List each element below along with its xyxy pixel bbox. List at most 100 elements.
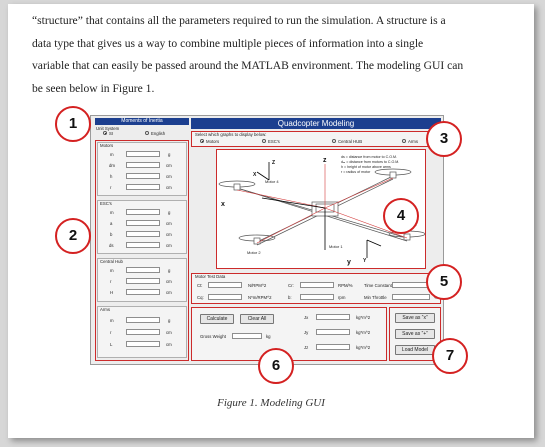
callout-2-region <box>95 140 189 361</box>
graph-select-box: Select which graphs to display below: Mo… <box>191 131 441 147</box>
graph-hub-radio[interactable] <box>332 139 336 143</box>
hub-h-field[interactable] <box>126 289 160 295</box>
row-unit: cm <box>166 279 172 284</box>
callout-5: 5 <box>426 264 462 300</box>
callout-1: 1 <box>55 106 91 142</box>
min-throttle-field[interactable] <box>392 294 430 300</box>
clear-all-button[interactable]: Clear All <box>240 314 274 324</box>
row-label: b <box>110 232 113 237</box>
cr-label: Cr: <box>288 283 294 288</box>
b-label: b: <box>288 295 292 300</box>
document-page: “structure” that contains all the parame… <box>8 4 534 438</box>
unit-si-label: SI <box>109 131 114 136</box>
motors-group: Motors m g dm cm h cm r cm <box>97 142 187 196</box>
row-label: dm <box>109 163 115 168</box>
row-label: r <box>110 330 112 335</box>
arm-l-field[interactable] <box>126 341 160 347</box>
callout-2: 2 <box>55 218 91 254</box>
motor-test-panel: Motor Test Data Ct: N/RPM^2 Cr: RPM/% Ti… <box>191 273 441 304</box>
row-label: m <box>110 210 114 215</box>
save-load-panel: Save as “x” Save as “+” Load Model <box>389 307 441 361</box>
jy-unit: kg*m^2 <box>356 330 371 335</box>
gross-weight-field[interactable] <box>232 333 262 339</box>
motor-label: Motor 2 <box>247 250 261 255</box>
row-unit: cm <box>166 330 172 335</box>
diagram-legend-line: h = height of motor above arms <box>341 165 391 169</box>
row-unit: cm <box>166 290 172 295</box>
modeling-gui-screenshot: Moments of Inertia Unit System SI Englis… <box>90 115 444 365</box>
unit-si-radio[interactable] <box>103 131 107 135</box>
group-title: Motors <box>100 143 114 148</box>
b-unit: rpm <box>338 295 346 300</box>
load-model-button[interactable]: Load Model <box>395 345 435 355</box>
callout-4: 4 <box>383 198 419 234</box>
graph-motors-radio[interactable] <box>200 139 204 143</box>
row-label: m <box>110 268 114 273</box>
calculate-button[interactable]: Calculate <box>200 314 234 324</box>
motor-h-field[interactable] <box>126 173 160 179</box>
quadcopter-diagram: Motor 4 Motor 3 Motor 2 Motor 1 x y z X … <box>218 155 425 266</box>
b-field[interactable] <box>300 294 334 300</box>
esc-mass-field[interactable] <box>126 209 160 215</box>
graph-option-label: Motors <box>206 139 220 144</box>
hub-r-field[interactable] <box>126 278 160 284</box>
jx-label: Jx <box>304 315 309 320</box>
jz-unit: kg*m^2 <box>356 345 371 350</box>
motor-dm-field[interactable] <box>126 162 160 168</box>
arm-r-field[interactable] <box>126 329 160 335</box>
ct-field[interactable] <box>208 282 242 288</box>
graph-escs-radio[interactable] <box>262 139 266 143</box>
gross-weight-label: Gross Weight <box>200 334 226 339</box>
main-title: Quadcopter Modeling <box>191 118 441 129</box>
esc-ds-field[interactable] <box>126 242 160 248</box>
cr-field[interactable] <box>300 282 334 288</box>
row-unit: g <box>168 210 171 215</box>
motor-mass-field[interactable] <box>126 151 160 157</box>
row-unit: cm <box>166 185 172 190</box>
axis-label: X <box>253 172 257 178</box>
row-unit: g <box>168 268 171 273</box>
time-constant-field[interactable] <box>392 282 430 288</box>
row-label: h <box>110 174 113 179</box>
jy-label: Jy <box>304 330 309 335</box>
arms-group: Arms m g r cm L cm <box>97 306 187 358</box>
row-unit: cm <box>166 243 172 248</box>
row-label: m <box>110 152 114 157</box>
row-label: r <box>110 185 112 190</box>
row-label: H <box>110 290 114 295</box>
hub-mass-field[interactable] <box>126 267 160 273</box>
row-unit: cm <box>166 232 172 237</box>
cq-label: Cq: <box>197 295 204 300</box>
diagram-legend-line: dₘ = distance from motors to C.O.M. <box>341 160 399 164</box>
axis-label: z <box>323 157 327 164</box>
gross-weight-unit: kg <box>266 334 271 339</box>
row-unit: cm <box>166 174 172 179</box>
row-unit: g <box>168 318 171 323</box>
group-title: Arms <box>100 307 111 312</box>
save-x-button[interactable]: Save as “x” <box>395 313 435 323</box>
ct-unit: N/RPM^2 <box>248 283 267 288</box>
group-title: Central Hub <box>100 259 123 264</box>
graph-option-label: Central HUB <box>338 139 363 144</box>
body-paragraph: “structure” that contains all the parame… <box>32 10 522 100</box>
jz-field[interactable] <box>316 344 350 350</box>
cq-field[interactable] <box>208 294 242 300</box>
unit-english-radio[interactable] <box>145 131 149 135</box>
jy-field[interactable] <box>316 329 350 335</box>
unit-system-label: Unit System <box>96 126 120 131</box>
row-label: ds <box>109 243 114 248</box>
motor-r-field[interactable] <box>126 184 160 190</box>
graph-option-label: ESC's <box>268 139 280 144</box>
esc-a-field[interactable] <box>126 220 160 226</box>
row-unit: cm <box>166 163 172 168</box>
graph-arms-radio[interactable] <box>402 139 406 143</box>
unit-english-label: English <box>151 131 166 136</box>
esc-b-field[interactable] <box>126 231 160 237</box>
jx-field[interactable] <box>316 314 350 320</box>
cr-unit: RPM/% <box>338 283 353 288</box>
arm-mass-field[interactable] <box>126 317 160 323</box>
row-unit: g <box>168 152 171 157</box>
save-plus-button[interactable]: Save as “+” <box>395 329 435 339</box>
group-title: ESC's <box>100 201 112 206</box>
axis-label: Y <box>363 258 367 264</box>
